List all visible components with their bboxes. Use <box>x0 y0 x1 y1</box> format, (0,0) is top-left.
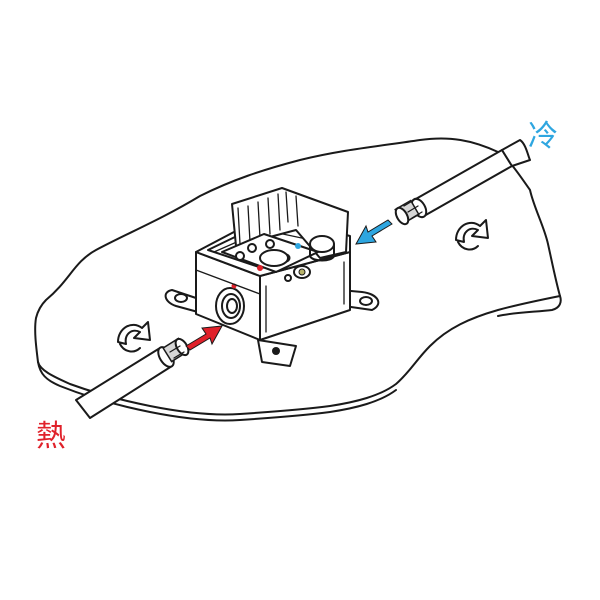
hot-rotate-arrow-icon <box>117 321 151 353</box>
hot-flow-arrow-icon <box>185 325 223 351</box>
valve-housing <box>164 187 380 367</box>
surface-edge-right <box>497 295 562 317</box>
surface-edge <box>37 361 397 422</box>
cold-indicator-dot <box>295 243 301 249</box>
cold-flow-arrow-icon <box>355 219 393 245</box>
hot-water-pipe <box>75 337 190 419</box>
hot-label: 熱 <box>36 419 66 454</box>
cold-label: 冷 <box>528 119 558 154</box>
cold-water-pipe <box>394 139 531 226</box>
cold-rotate-arrow-icon <box>455 219 489 251</box>
hot-indicator-dot <box>257 265 263 271</box>
